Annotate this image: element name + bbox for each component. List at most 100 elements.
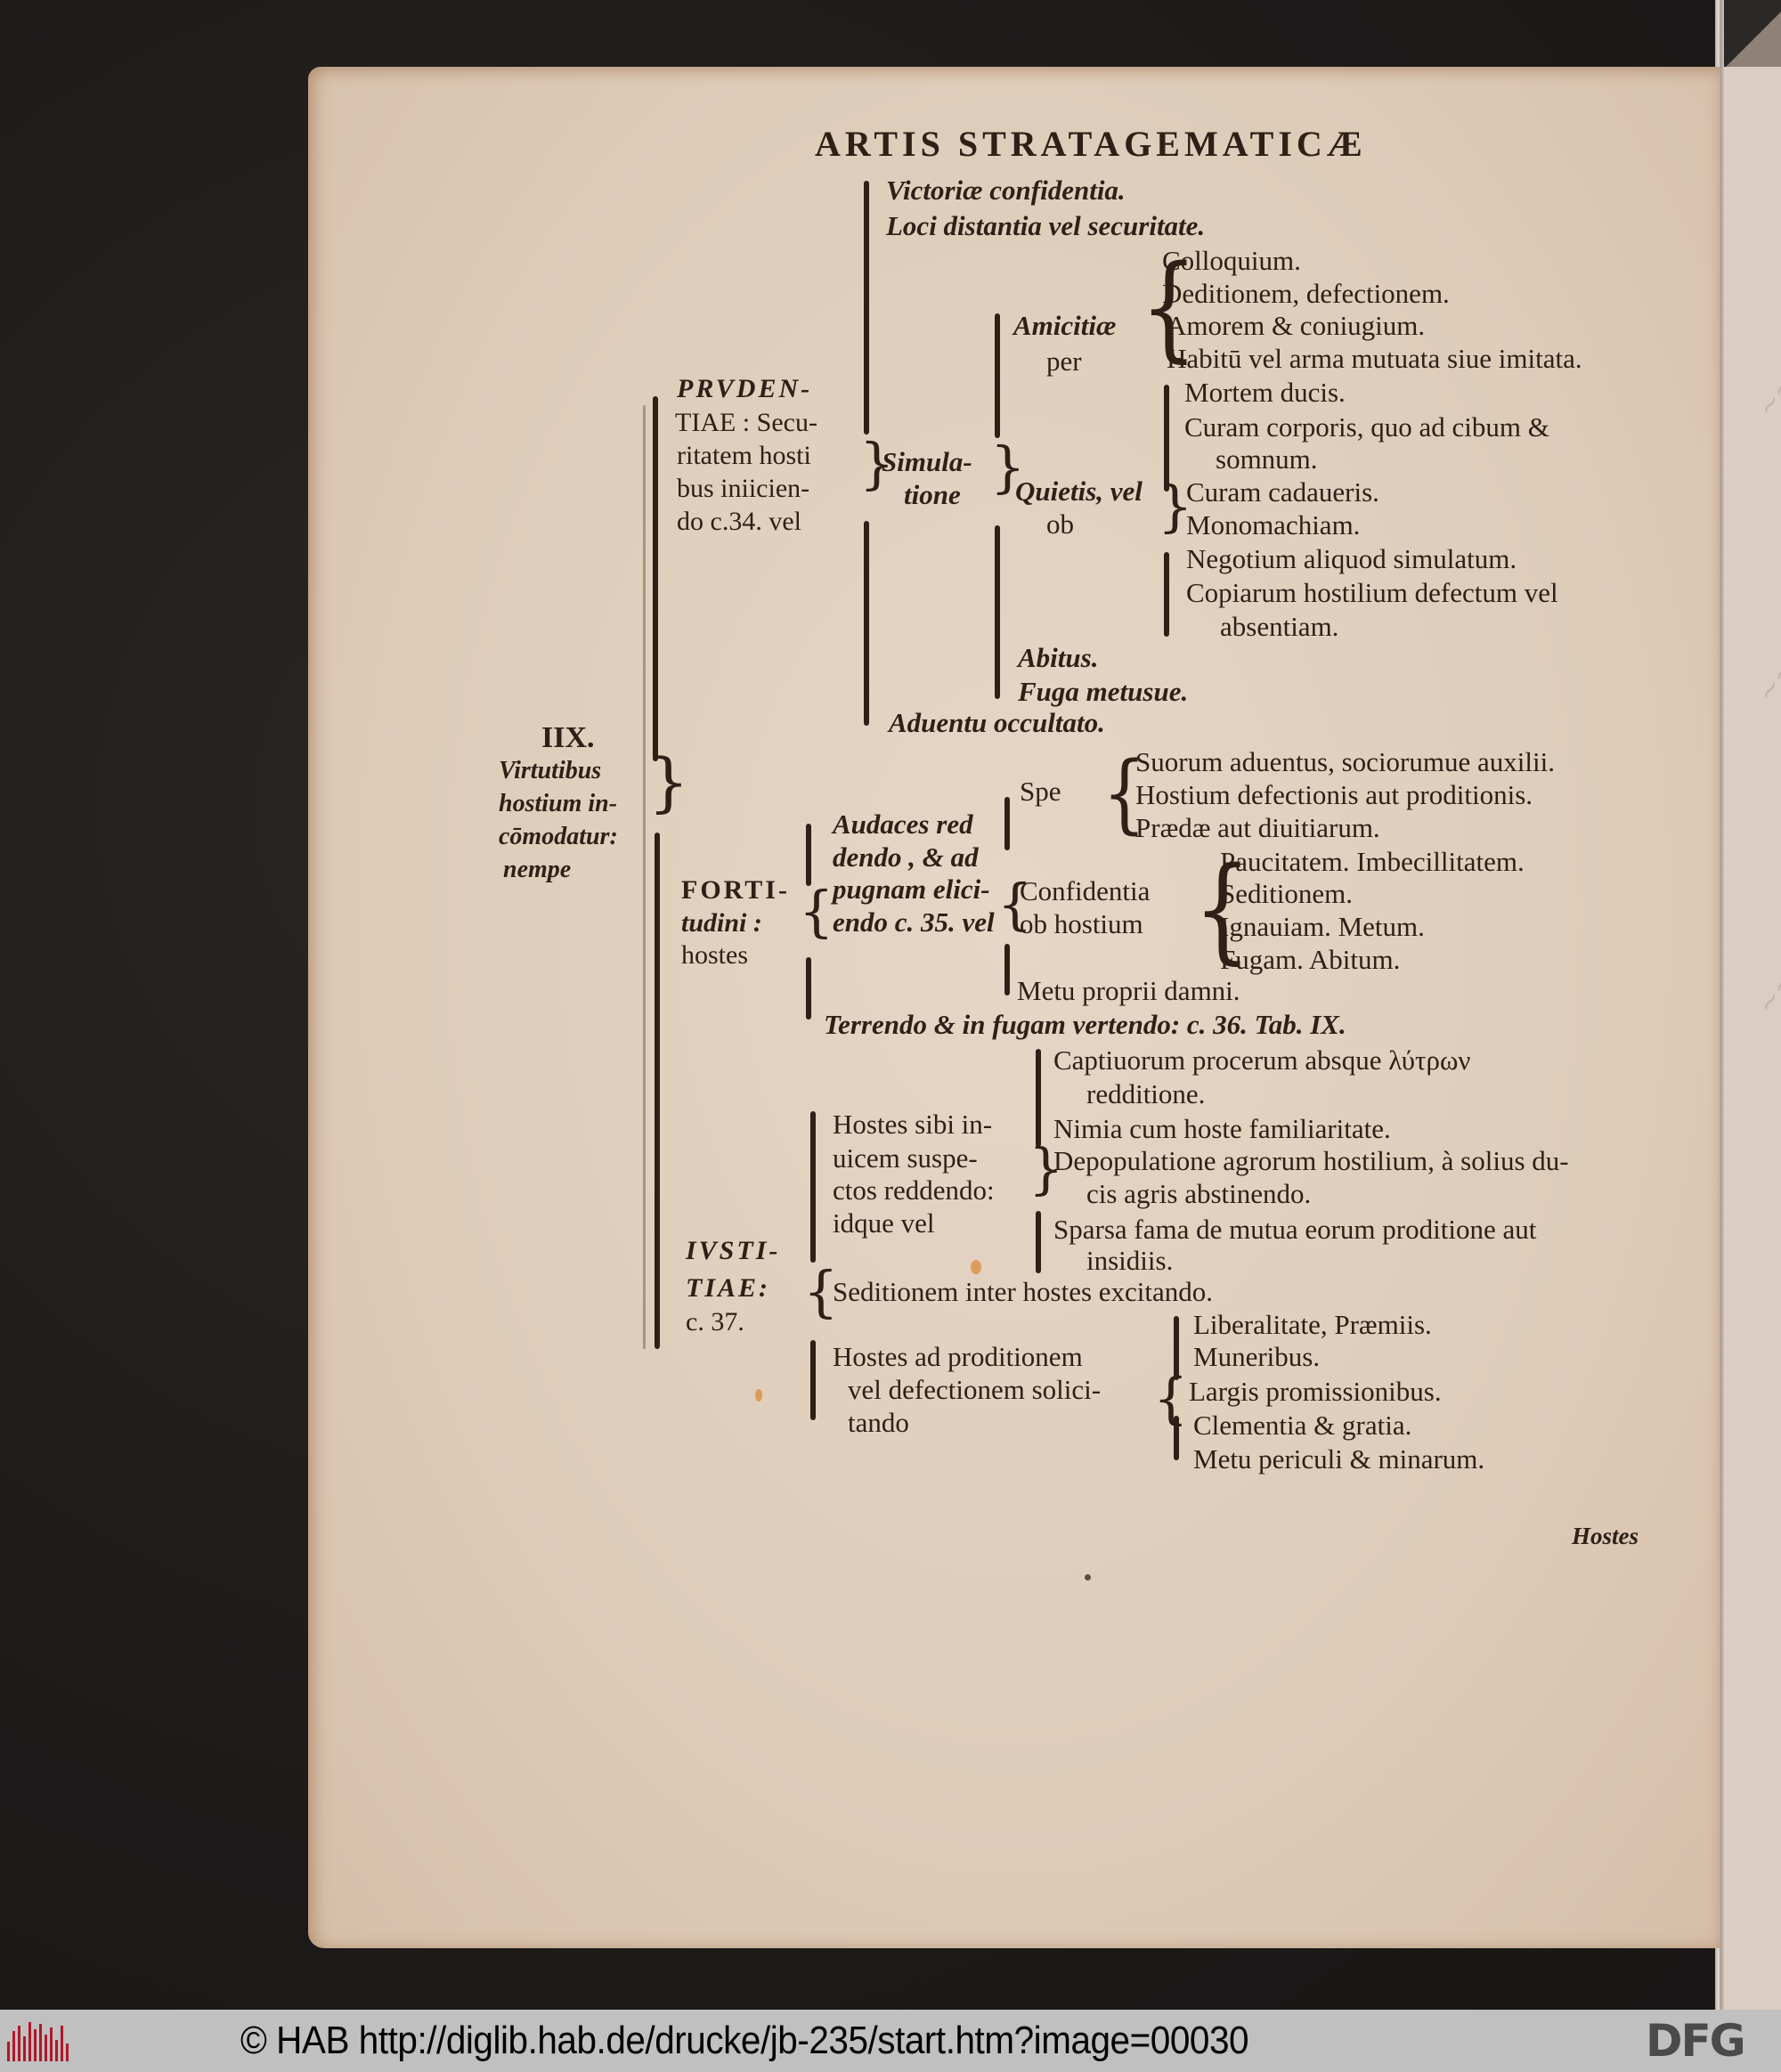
amicitia-label: per	[1046, 345, 1082, 377]
audaces-line: endo c. 35. vel	[833, 906, 995, 938]
hab-logo-icon	[7, 2022, 75, 2061]
suspectos-item: Nimia cum hoste familiaritate.	[1053, 1113, 1391, 1144]
brace-glyph: }	[1029, 1136, 1064, 1201]
terrendo-item: Terrendo & in fugam vertendo: c. 36. Tab…	[824, 1009, 1346, 1040]
spe-item: Hostium defectionis aut proditionis.	[1135, 779, 1533, 810]
bracket-line	[864, 181, 869, 435]
confidentia-item: Paucitatem. Imbecillitatem.	[1220, 846, 1525, 877]
bracket-line	[1004, 944, 1010, 995]
proditionem-item: Metu periculi & minarum.	[1193, 1443, 1485, 1475]
bracket-line	[1004, 797, 1010, 850]
bracket-line	[995, 525, 1000, 699]
quietis-item: Curam cadaueris.	[1186, 476, 1379, 508]
quietis-item: Monomachiam.	[1186, 509, 1361, 540]
fortitudo-heading: FORTI-	[681, 875, 790, 905]
proditionem-label: tando	[848, 1407, 909, 1438]
amicitia-item: Deditionem, defectionem.	[1162, 278, 1450, 309]
bracket-line	[864, 521, 869, 726]
quietis-label: Quietis, vel	[1015, 475, 1143, 507]
seditionem-item: Seditionem inter hostes excitando.	[833, 1276, 1214, 1307]
quietis-item: somnum.	[1216, 443, 1318, 475]
suspectos-label: Hostes sibi in-	[833, 1109, 993, 1140]
bracket-line	[806, 824, 811, 886]
spe-item: Prædæ aut diuitiarum.	[1135, 812, 1380, 843]
proditionem-item: Largis promissionibus.	[1189, 1376, 1442, 1407]
bracket-line	[806, 957, 811, 1020]
branch-loci: Loci distantia vel securitate.	[886, 210, 1206, 241]
brace-glyph: {	[803, 1259, 839, 1324]
amicitia-item: Colloquium.	[1162, 245, 1301, 276]
confidentia-item: Seditionem.	[1220, 878, 1353, 909]
footer-bar: © HAB http://diglib.hab.de/drucke/jb-235…	[0, 2010, 1781, 2072]
confidentia-label: Confidentia	[1020, 875, 1151, 906]
running-header: ARTIS STRATAGEMATICÆ	[815, 124, 1367, 164]
prudentia-line: bus iniicien-	[677, 474, 810, 503]
root-line: nempe	[503, 856, 572, 883]
amicitia-item: Habitū vel arma mutuata siue imitata.	[1167, 343, 1582, 374]
bracket-line	[810, 1111, 816, 1263]
brace-glyph: {	[1193, 843, 1252, 976]
paper-stain	[971, 1260, 981, 1274]
brace-glyph: }	[859, 431, 895, 496]
ink-dot	[1085, 1574, 1091, 1580]
quietis-item: Negotium aliquod simulatum.	[1186, 543, 1517, 574]
brace-glyph: }	[1158, 474, 1193, 539]
audaces-line: Audaces red	[833, 808, 973, 840]
iustitia-line: TIAE:	[686, 1273, 771, 1303]
quietis-item: Curam corporis, quo ad cibum &	[1184, 411, 1549, 443]
amicitia-label: Amicitiæ	[1013, 310, 1117, 341]
root-line: cōmodatur:	[499, 823, 618, 850]
quietis-item: absentiam.	[1220, 611, 1339, 642]
suspectos-item: redditione.	[1086, 1078, 1206, 1109]
section-number: IIX.	[541, 721, 595, 754]
adjacent-page: ~~~~ ~~~~ ~~~~	[1724, 67, 1781, 2010]
abitus-item: Abitus.	[1018, 642, 1099, 673]
suspectos-item: Sparsa fama de mutua eorum proditione au…	[1053, 1214, 1537, 1245]
proditionem-label: vel defectionem solici-	[848, 1374, 1102, 1405]
metu-item: Metu proprii damni.	[1017, 975, 1240, 1006]
suspectos-item: cis agris abstinendo.	[1086, 1178, 1312, 1209]
brace-glyph: {	[997, 872, 1033, 937]
adjacent-page-text: ~~~~	[1751, 331, 1781, 424]
bracket-line	[1174, 1316, 1179, 1380]
brace-glyph: }	[990, 435, 1026, 500]
audaces-line: dendo , & ad	[833, 841, 979, 873]
prudentia-line: ritatem hosti	[677, 441, 811, 470]
page-gutter	[1715, 0, 1724, 2010]
suspectos-label: idque vel	[833, 1207, 935, 1239]
branch-victoria: Victoriæ confidentia.	[886, 175, 1126, 206]
suspectos-label: ctos reddendo:	[833, 1174, 995, 1206]
suspectos-item: Depopulatione agrorum hostilium, à soliu…	[1053, 1145, 1569, 1176]
iustitia-line: c. 37.	[686, 1307, 744, 1337]
iustitia-heading: IVSTI-	[686, 1236, 781, 1265]
prudentia-heading: PRVDEN-	[677, 374, 813, 403]
adjacent-page-text: ~~~~	[1751, 928, 1781, 1020]
aduentu-item: Aduentu occultato.	[889, 707, 1105, 738]
quietis-label: ob	[1046, 508, 1074, 540]
bracket-line	[810, 1340, 816, 1420]
brace-glyph: {	[1140, 241, 1199, 374]
prudentia-line: TIAE : Secu-	[675, 408, 817, 437]
bracket-line	[1164, 385, 1169, 492]
spe-item: Suorum aduentus, sociorumue auxilii.	[1135, 746, 1555, 777]
root-line: Virtutibus	[499, 757, 602, 784]
spe-label: Spe	[1020, 776, 1061, 807]
catchword: Hostes	[1572, 1523, 1639, 1549]
simulatione-label: Simula-	[882, 446, 972, 477]
brace-glyph: {	[799, 879, 834, 944]
proditionem-item: Clementia & gratia.	[1193, 1410, 1412, 1441]
brace-glyph: }	[648, 744, 689, 819]
confidentia-item: Fugam. Abitum.	[1220, 944, 1401, 975]
proditionem-label: Hostes ad proditionem	[833, 1341, 1083, 1372]
proditionem-item: Muneribus.	[1193, 1341, 1321, 1372]
confidentia-label: ob hostium	[1020, 908, 1143, 939]
paper-stain	[755, 1389, 762, 1402]
quietis-item: Copiarum hostilium defectum vel	[1186, 577, 1558, 608]
audaces-line: pugnam elici-	[833, 873, 990, 905]
fortitudo-line: tudini :	[681, 908, 762, 938]
bracket-line	[1036, 1049, 1041, 1147]
confidentia-item: Ignauiam. Metum.	[1220, 911, 1425, 942]
bracket-line	[1036, 1211, 1041, 1273]
copyright-url[interactable]: © HAB http://diglib.hab.de/drucke/jb-235…	[240, 2019, 1249, 2062]
proditionem-item: Liberalitate, Præmiis.	[1193, 1309, 1432, 1340]
